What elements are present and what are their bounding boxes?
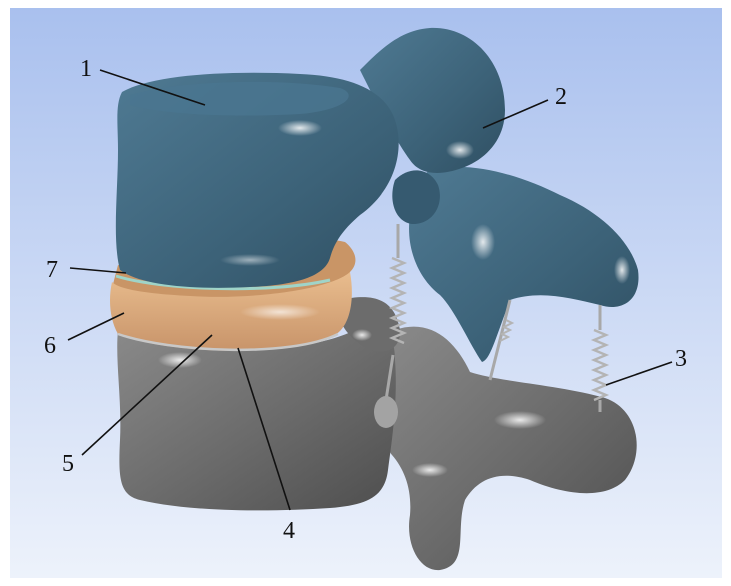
label-6: 6 xyxy=(44,333,56,359)
label-3: 3 xyxy=(675,346,687,372)
label-5: 5 xyxy=(62,451,74,477)
label-1: 1 xyxy=(80,56,92,82)
label-7: 7 xyxy=(46,257,58,283)
label-4: 4 xyxy=(283,518,295,544)
label-2: 2 xyxy=(555,84,567,110)
